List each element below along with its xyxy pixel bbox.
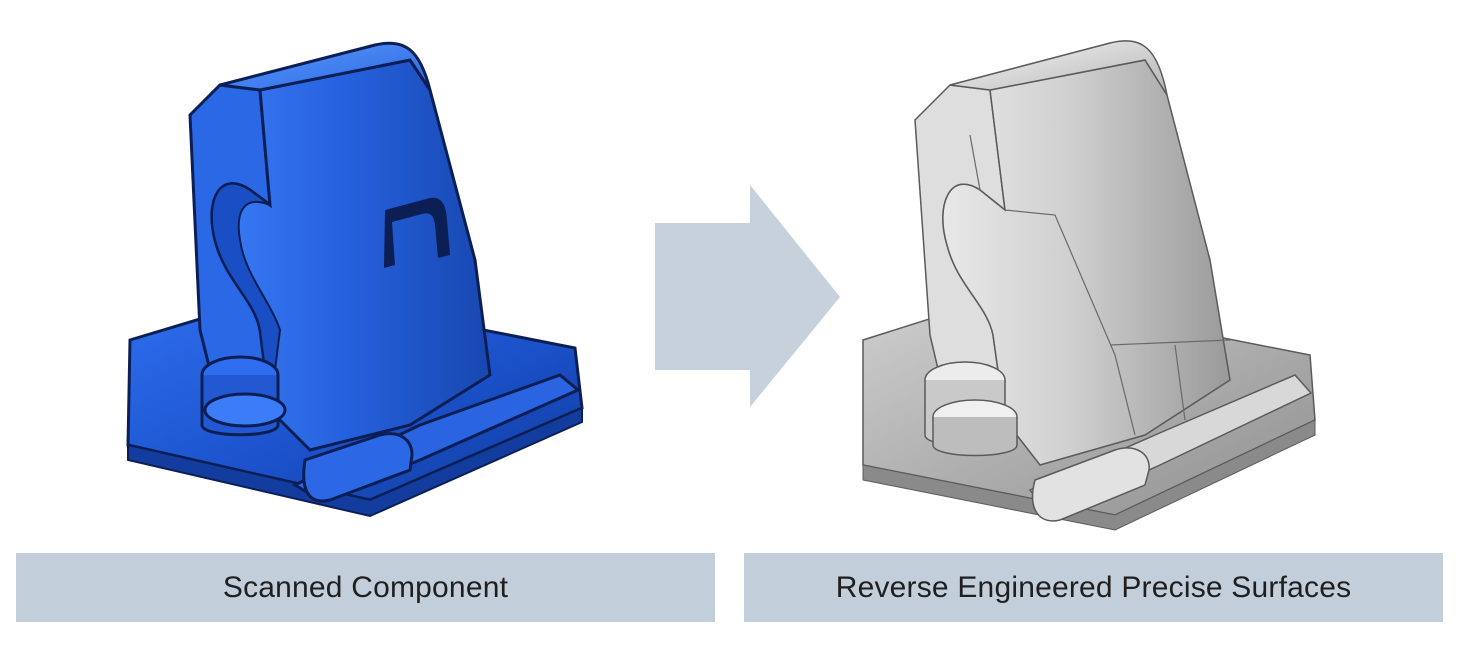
caption-scanned-component: Scanned Component xyxy=(16,553,715,622)
caption-left-text: Scanned Component xyxy=(222,570,509,604)
surface-model-image xyxy=(855,25,1325,545)
right-arrow-icon xyxy=(655,185,840,407)
caption-right-text: Reverse Engineered Precise Surfaces xyxy=(835,570,1352,604)
scanned-component-image xyxy=(120,30,600,540)
caption-reverse-engineered: Reverse Engineered Precise Surfaces xyxy=(744,553,1443,622)
